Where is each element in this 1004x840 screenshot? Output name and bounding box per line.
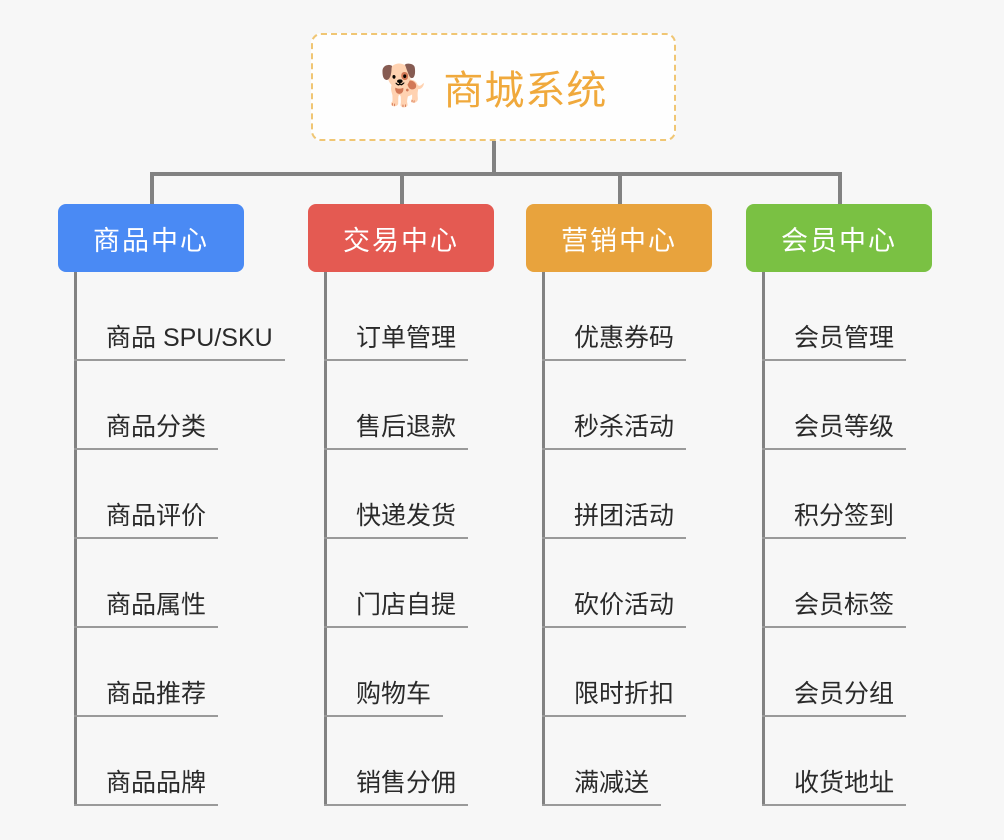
leaf-item-label: 快递发货 [324, 502, 469, 539]
leaf-item[interactable]: 拼团活动 [542, 450, 687, 539]
leaf-list-trade-center: 订单管理售后退款快递发货门店自提购物车销售分佣 [324, 272, 469, 806]
connector-root-stem [492, 141, 496, 174]
leaf-item-label: 砍价活动 [542, 591, 687, 628]
leaf-item-label: 商品属性 [74, 591, 219, 628]
leaf-item-label: 商品评价 [74, 502, 219, 539]
leaf-item[interactable]: 快递发货 [324, 450, 469, 539]
leaf-item[interactable]: 商品属性 [74, 539, 285, 628]
leaf-item[interactable]: 积分签到 [762, 450, 907, 539]
leaf-item-label: 商品推荐 [74, 680, 219, 717]
leaf-item[interactable]: 会员管理 [762, 272, 907, 361]
root-title: 商城系统 [443, 69, 608, 113]
leaf-item-label: 满减送 [542, 769, 662, 806]
leaf-item-label: 秒杀活动 [542, 413, 687, 450]
branch-header-product-center[interactable]: 商品中心 [58, 204, 244, 272]
leaf-list-marketing-center: 优惠券码秒杀活动拼团活动砍价活动限时折扣满减送 [542, 272, 687, 806]
leaf-item-label: 拼团活动 [542, 502, 687, 539]
connector-drop-product-center [150, 172, 154, 204]
leaf-item[interactable]: 会员等级 [762, 361, 907, 450]
branch-trunk-member-center [762, 272, 765, 806]
leaf-item[interactable]: 满减送 [542, 717, 686, 806]
leaf-item-label: 会员标签 [762, 591, 907, 628]
leaf-item[interactable]: 收货地址 [762, 717, 907, 806]
leaf-list-product-center: 商品 SPU/SKU 商品分类商品评价商品属性商品推荐商品品牌 [74, 272, 285, 806]
connector-drop-trade-center [400, 172, 404, 204]
branch-trunk-trade-center [324, 272, 327, 806]
branch-header-label: 交易中心 [343, 225, 459, 256]
leaf-item-label: 购物车 [324, 680, 444, 717]
dog-face-icon: 🐕 [379, 64, 430, 108]
leaf-item[interactable]: 售后退款 [324, 361, 469, 450]
connector-bus [150, 172, 842, 176]
leaf-item-label: 会员等级 [762, 413, 907, 450]
leaf-item-label: 商品品牌 [74, 769, 219, 806]
leaf-item[interactable]: 会员标签 [762, 539, 907, 628]
leaf-item-label: 商品分类 [74, 413, 219, 450]
leaf-item[interactable]: 砍价活动 [542, 539, 687, 628]
leaf-item-label: 积分签到 [762, 502, 907, 539]
leaf-item-label: 销售分佣 [324, 769, 469, 806]
branch-header-label: 会员中心 [781, 225, 897, 256]
leaf-item[interactable]: 商品品牌 [74, 717, 285, 806]
branch-header-marketing-center[interactable]: 营销中心 [526, 204, 712, 272]
leaf-item[interactable]: 优惠券码 [542, 272, 687, 361]
leaf-item-label: 商品 SPU/SKU [74, 324, 285, 361]
connector-drop-member-center [838, 172, 842, 204]
leaf-item[interactable]: 商品分类 [74, 361, 285, 450]
branch-header-label: 营销中心 [561, 225, 677, 256]
leaf-item-label: 收货地址 [762, 769, 907, 806]
leaf-item[interactable]: 限时折扣 [542, 628, 687, 717]
root-node[interactable]: 🐕 商城系统 [311, 33, 676, 141]
leaf-item-label: 优惠券码 [542, 324, 687, 361]
leaf-item[interactable]: 订单管理 [324, 272, 469, 361]
leaf-item-label: 会员分组 [762, 680, 907, 717]
leaf-list-member-center: 会员管理会员等级积分签到会员标签会员分组收货地址 [762, 272, 907, 806]
branch-header-label: 商品中心 [93, 225, 209, 256]
branch-header-trade-center[interactable]: 交易中心 [308, 204, 494, 272]
leaf-item-label: 会员管理 [762, 324, 907, 361]
connector-drop-marketing-center [618, 172, 622, 204]
leaf-item-label: 门店自提 [324, 591, 469, 628]
leaf-item[interactable]: 会员分组 [762, 628, 907, 717]
branch-trunk-marketing-center [542, 272, 545, 806]
branch-trunk-product-center [74, 272, 77, 806]
leaf-item[interactable]: 门店自提 [324, 539, 469, 628]
leaf-item-label: 限时折扣 [542, 680, 687, 717]
leaf-item-label: 售后退款 [324, 413, 469, 450]
leaf-item[interactable]: 商品评价 [74, 450, 285, 539]
leaf-item-label: 订单管理 [324, 324, 469, 361]
branch-header-member-center[interactable]: 会员中心 [746, 204, 932, 272]
leaf-item[interactable]: 购物车 [324, 628, 468, 717]
leaf-item[interactable]: 销售分佣 [324, 717, 469, 806]
leaf-item[interactable]: 商品推荐 [74, 628, 285, 717]
leaf-item[interactable]: 商品 SPU/SKU [74, 272, 285, 361]
leaf-item[interactable]: 秒杀活动 [542, 361, 687, 450]
